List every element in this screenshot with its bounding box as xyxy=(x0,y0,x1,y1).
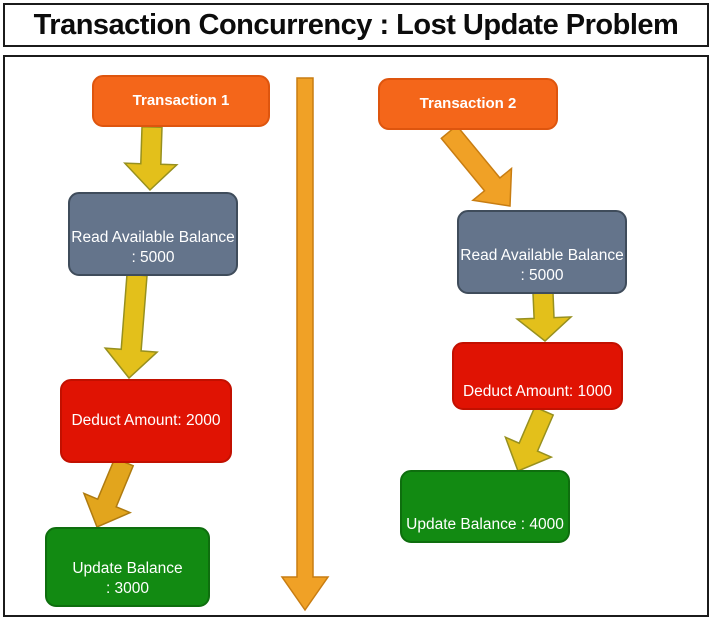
transaction1-update-line2: : 3000 xyxy=(105,579,150,597)
arrow-read-to-deduct-t2 xyxy=(515,291,574,342)
transaction2-read-line2: : 5000 xyxy=(520,266,564,284)
transaction1-update-line1: Update Balance xyxy=(72,559,183,577)
arrow-deduct-to-update-t1 xyxy=(82,457,135,528)
transaction1-deduct-box: Deduct Amount: 2000 xyxy=(60,379,232,463)
transaction2-update-label: Update Balance : 4000 xyxy=(406,515,564,533)
diagram-title-box: Transaction Concurrency : Lost Update Pr… xyxy=(3,3,709,47)
transaction1-read-line2: : 5000 xyxy=(131,248,175,266)
transaction1-update-box: Update Balance : 3000 xyxy=(45,527,210,607)
transaction2-update-box: Update Balance : 4000 xyxy=(400,470,570,543)
transaction1-read-balance-box: Read Available Balance : 5000 xyxy=(68,192,238,276)
transaction1-header-label: Transaction 1 xyxy=(132,92,230,110)
transaction2-read-line1: Read Available Balance xyxy=(460,246,624,264)
transaction2-header-box: Transaction 2 xyxy=(378,78,558,130)
transaction2-header-label: Transaction 2 xyxy=(419,95,517,113)
transaction1-header-box: Transaction 1 xyxy=(92,75,270,127)
transaction1-deduct-label: Deduct Amount: 2000 xyxy=(71,411,221,429)
arrow-read-to-deduct-t1 xyxy=(103,273,159,380)
arrow-deduct-to-update-t2 xyxy=(504,406,555,472)
transaction2-read-balance-box: Read Available Balance : 5000 xyxy=(457,210,627,294)
diagram-title: Transaction Concurrency : Lost Update Pr… xyxy=(33,8,679,41)
diagram-body xyxy=(3,55,709,617)
transaction1-read-line1: Read Available Balance xyxy=(71,228,235,246)
transaction2-deduct-label: Deduct Amount: 1000 xyxy=(462,382,613,400)
arrow-transaction1-to-read xyxy=(123,125,179,192)
arrow-transaction2-to-read xyxy=(440,124,513,207)
transaction2-deduct-box: Deduct Amount: 1000 xyxy=(452,342,623,410)
timeline-arrow xyxy=(280,77,330,612)
